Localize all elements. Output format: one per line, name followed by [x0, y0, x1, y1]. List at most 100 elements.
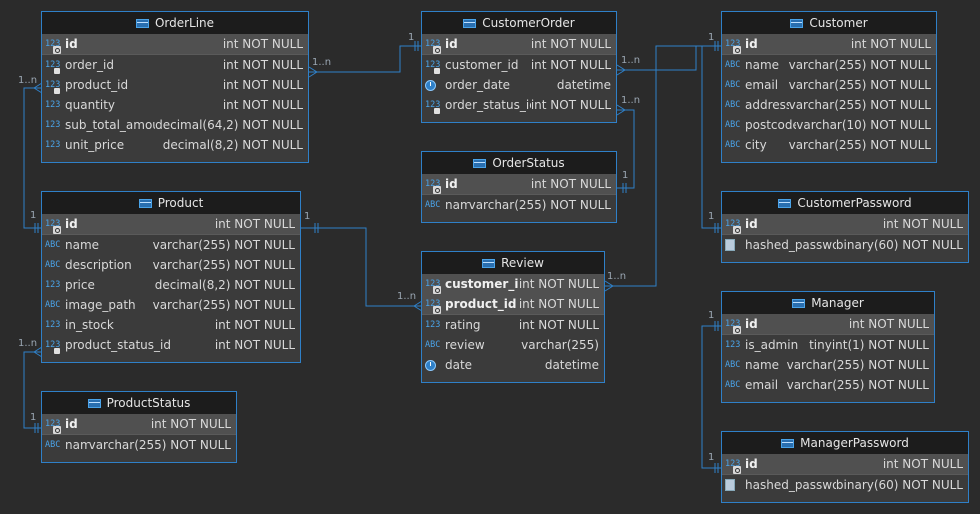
table-header[interactable]: OrderStatus	[422, 152, 616, 174]
table-header[interactable]: CustomerOrder	[422, 12, 616, 34]
table-icon	[482, 258, 496, 268]
column-type: binary(60) NOT NULL	[835, 478, 963, 492]
column-type: datetime	[544, 358, 599, 372]
column-type: decimal(64,2) NOT NULL	[155, 118, 303, 132]
card-one-product-right: 1	[304, 211, 311, 222]
column-name: price	[65, 278, 95, 292]
numeric-type-icon: 123	[45, 80, 65, 94]
text-type-icon: ABC	[725, 380, 741, 390]
column-name: name	[745, 58, 780, 72]
numeric-type-icon: 123	[45, 280, 61, 290]
column-type: int NOT NULL	[222, 58, 303, 72]
column-type: varchar(255) NOT NULL	[788, 58, 931, 72]
table-header[interactable]: ManagerPassword	[722, 432, 968, 454]
foreign-key-icon	[54, 88, 60, 94]
column-type: int NOT NULL	[214, 318, 295, 332]
column-name: id	[65, 217, 78, 231]
column-name: id	[65, 417, 78, 431]
table-title: OrderStatus	[492, 156, 565, 170]
primary-key-icon	[433, 46, 441, 54]
column-type: decimal(8,2) NOT NULL	[162, 138, 303, 152]
card-one-productstatus: 1	[30, 412, 37, 423]
table-header[interactable]: Review	[422, 252, 604, 274]
table-icon	[87, 398, 101, 408]
numeric-type-icon: 123	[45, 39, 65, 54]
numeric-type-icon: 123	[425, 39, 445, 54]
table-header[interactable]: CustomerPassword	[722, 192, 968, 214]
card-many-customerorder: 1..n	[621, 55, 641, 66]
column-type: int NOT NULL	[518, 318, 599, 332]
table-header[interactable]: OrderLine	[42, 12, 308, 34]
column-name: quantity	[65, 98, 116, 112]
numeric-type-icon: 123	[45, 60, 65, 74]
table-header[interactable]: Product	[42, 192, 300, 214]
column-row-hashed-password[interactable]: hashed_passwordbinary(60) NOT NULL	[722, 474, 968, 495]
column-row-hashed-password[interactable]: hashed_passwordbinary(60) NOT NULL	[722, 234, 968, 255]
card-one-customerpassword: 1	[708, 211, 715, 222]
column-name: email	[745, 78, 779, 92]
table-header[interactable]: ProductStatus	[42, 392, 236, 414]
primary-key-icon	[433, 186, 441, 194]
table-icon	[778, 198, 792, 208]
table-header[interactable]: Customer	[722, 12, 936, 34]
table-header[interactable]: Manager	[722, 292, 934, 314]
column-name: name	[445, 198, 469, 212]
column-type: datetime	[556, 78, 611, 92]
column-name: in_stock	[65, 318, 114, 332]
column-type: int NOT NULL	[882, 457, 963, 471]
numeric-type-icon: 123	[425, 179, 445, 194]
column-type: int NOT NULL	[882, 217, 963, 231]
primary-key-icon	[433, 286, 441, 294]
table-title: Manager	[811, 296, 864, 310]
table-title: ProductStatus	[106, 396, 191, 410]
